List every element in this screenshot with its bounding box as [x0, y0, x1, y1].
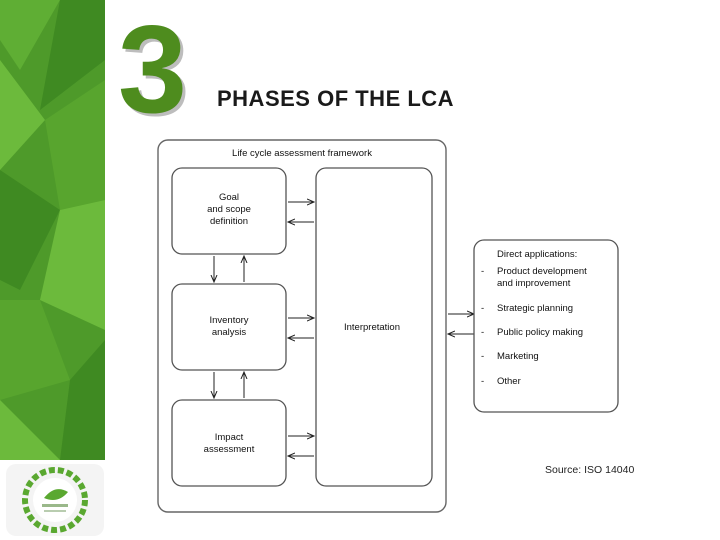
inventory-label-line2: analysis: [212, 327, 247, 338]
inventory-label-line1: Inventory: [209, 315, 248, 326]
application-item-strategic-planning: Strategic planning: [497, 303, 573, 314]
leaf-pattern-graphic: [0, 0, 105, 460]
decorative-side-band: [0, 0, 105, 460]
application-bullet: -: [481, 376, 484, 387]
horizontal-arrows: [288, 202, 314, 456]
application-bullet: -: [481, 351, 484, 362]
logo-icon: [6, 464, 104, 536]
direct-applications-box: [473, 239, 619, 413]
application-item-other: Other: [497, 376, 521, 387]
slide-title: PHASES OF THE LCA: [217, 86, 455, 111]
applications-arrows: [448, 314, 474, 334]
impact-assessment-box: [171, 399, 287, 487]
framework-outer-box: [157, 139, 447, 513]
slide-number: 3: [118, 1, 187, 139]
impact-label-line1: Impact: [215, 432, 244, 443]
application-item-product-development: Product development: [497, 266, 587, 277]
source-note: Source: ISO 14040: [545, 464, 635, 476]
interpretation-label: Interpretation: [344, 322, 400, 333]
goal-scope-box: [171, 167, 287, 255]
application-item-product-development-line2: and improvement: [497, 278, 571, 289]
interpretation-box: [315, 167, 433, 487]
application-item-public-policy: Public policy making: [497, 327, 583, 338]
application-bullet: -: [481, 303, 484, 314]
application-bullet: -: [481, 266, 484, 277]
impact-label-line2: assessment: [204, 444, 255, 455]
application-item-marketing: Marketing: [497, 351, 539, 362]
framework-title: Life cycle assessment framework: [232, 148, 372, 159]
inventory-analysis-box: [171, 283, 287, 371]
application-bullet: -: [481, 327, 484, 338]
goal-label-line2: and scope: [207, 204, 251, 215]
goal-label-line1: Goal: [219, 192, 239, 203]
goal-label-line3: definition: [210, 216, 248, 227]
vertical-arrows: [214, 256, 244, 398]
applications-title: Direct applications:: [497, 249, 577, 260]
